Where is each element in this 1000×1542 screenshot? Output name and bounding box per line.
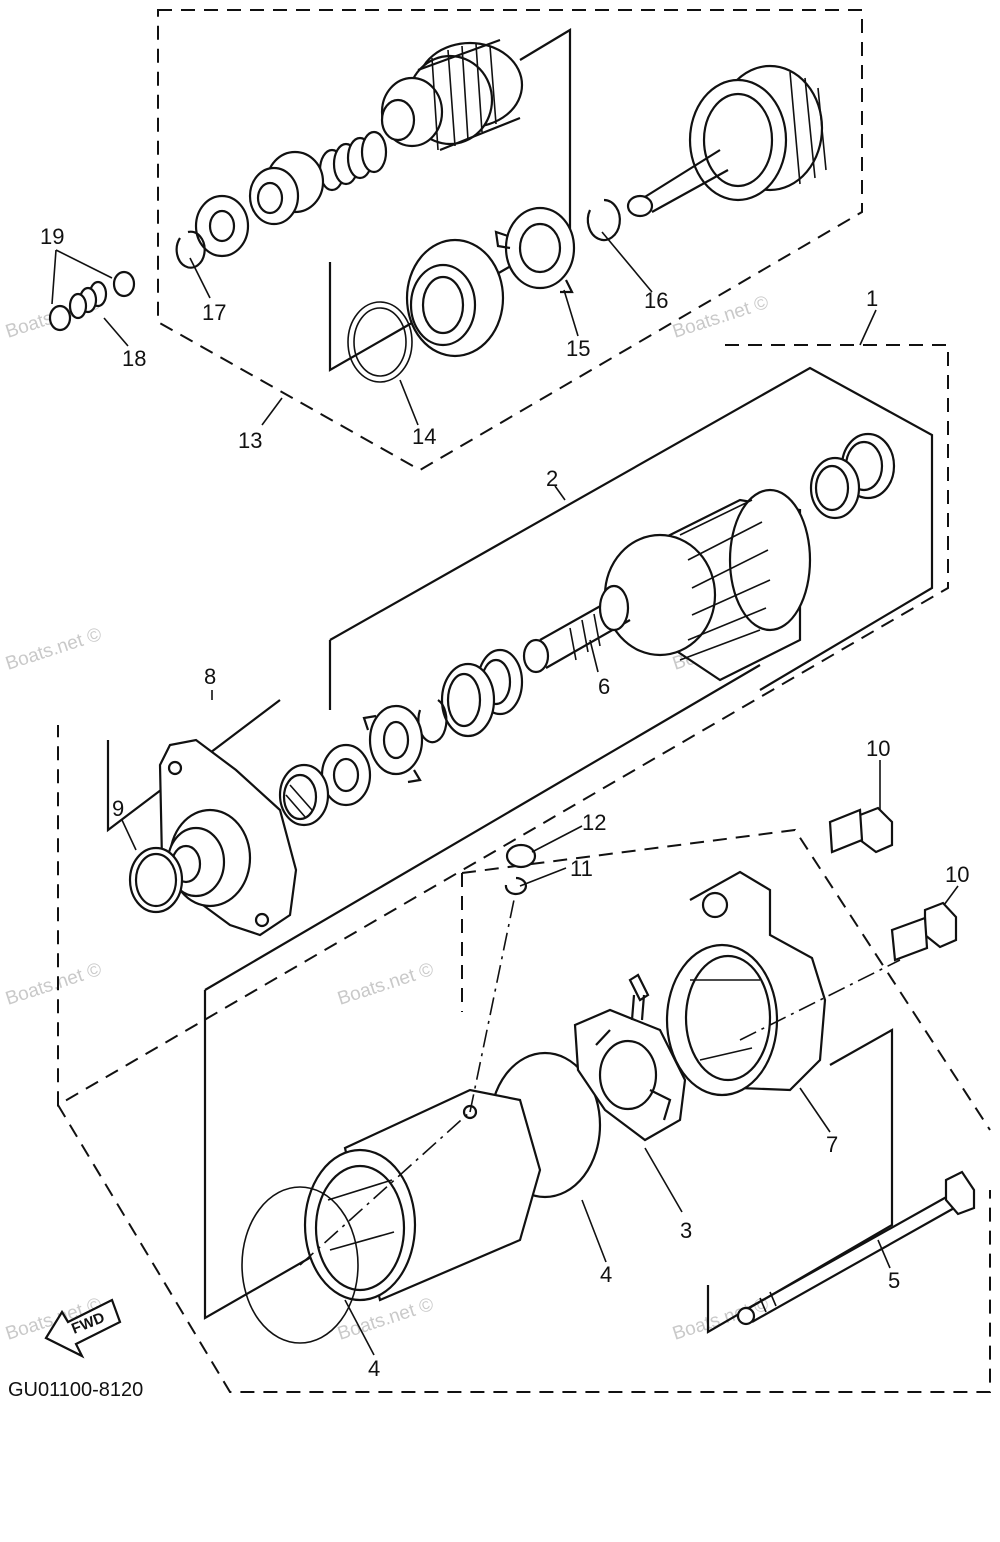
watermark-2: Boats.net © (670, 292, 771, 343)
callout-2: 2 (546, 466, 558, 491)
long-bolt-5 (738, 1172, 974, 1324)
front-cover-assembly (130, 740, 370, 935)
callout-15: 15 (566, 336, 590, 361)
group-10-boundary (462, 830, 990, 1130)
callout-16: 16 (644, 288, 668, 313)
watermark-9: Boats.net © (335, 1294, 436, 1345)
callouts: 1 2 3 4 4 5 6 7 8 9 10 10 11 12 13 14 15… (40, 224, 969, 1381)
armature-assembly (364, 434, 894, 782)
brush-holder-assembly (575, 975, 685, 1140)
centerline-rear (740, 960, 900, 1040)
callout-12: 12 (582, 810, 606, 835)
callout-11: 11 (570, 856, 593, 881)
drawing-code: GU01100-8120 (8, 1379, 143, 1401)
watermark-6: Boats.net © (335, 959, 436, 1010)
bracket-bolt (708, 1030, 892, 1332)
callout-7: 7 (826, 1132, 838, 1157)
callout-3: 3 (680, 1218, 692, 1243)
watermark-5: Boats.net © (3, 959, 104, 1010)
callout-18: 18 (122, 346, 146, 371)
callout-5: 5 (888, 1268, 900, 1293)
bolt-10-lower (892, 903, 956, 960)
leader-lines (52, 232, 958, 1355)
watermark-3: Boats.net © (3, 624, 104, 675)
clutch-assembly (177, 40, 826, 382)
centerline-screw (470, 895, 515, 1112)
bracket-cover (108, 700, 280, 830)
yoke-assembly (242, 1053, 600, 1343)
rear-cover-assembly (667, 872, 825, 1095)
callout-10-lower: 10 (945, 862, 969, 887)
callout-4-lower: 4 (368, 1356, 380, 1381)
group-13-boundary (158, 10, 862, 470)
callout-6: 6 (598, 674, 610, 699)
callout-9: 9 (112, 796, 124, 821)
callout-13: 13 (238, 428, 262, 453)
bracket-armature (330, 368, 932, 710)
bolt-10-upper (830, 808, 892, 852)
group-1-boundary (58, 345, 948, 1105)
part-18-19-assembly (50, 272, 134, 330)
callout-19: 19 (40, 224, 64, 249)
callout-4-upper: 4 (600, 1262, 612, 1287)
washer-11 (506, 878, 526, 894)
callout-17: 17 (202, 300, 226, 325)
nut-12 (507, 845, 535, 867)
group-1-lower-boundary (58, 1105, 990, 1392)
callout-14: 14 (412, 424, 436, 449)
callout-10-upper: 10 (866, 736, 890, 761)
callout-8: 8 (204, 664, 216, 689)
callout-1: 1 (866, 286, 878, 311)
centerline-yoke (300, 1112, 470, 1265)
